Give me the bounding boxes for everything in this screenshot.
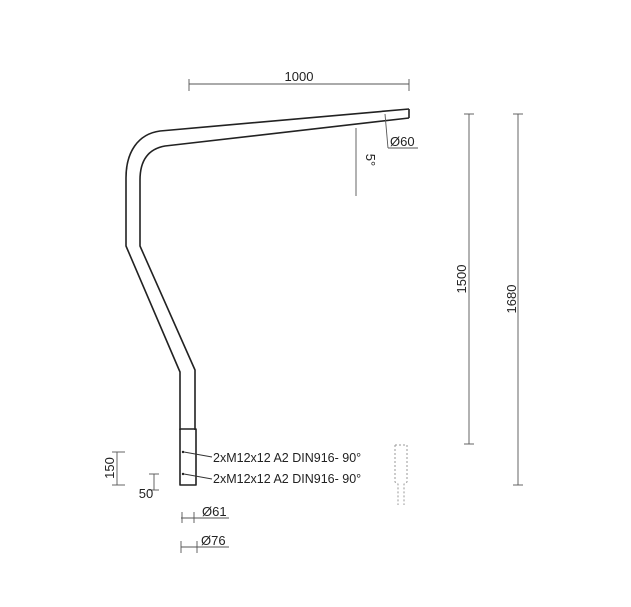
dim-top-width-label: 1000 — [285, 69, 314, 84]
dim-tube-diameter-label: Ø60 — [390, 134, 415, 149]
dim-angle-label: 5° — [363, 154, 378, 166]
sleeve-body — [179, 428, 197, 486]
dim-angle: 5° — [355, 128, 378, 196]
screw-hole-upper — [181, 450, 185, 454]
screw-leader-upper — [183, 451, 213, 458]
screw-note-upper: 2xM12x12 A2 DIN916- 90° — [213, 451, 361, 465]
dim-outer-diameter: Ø76 — [180, 533, 229, 553]
dim-outer-diameter-label: Ø76 — [201, 533, 226, 548]
dim-height-total: 1680 — [504, 113, 523, 486]
sleeve-side-view — [394, 444, 408, 505]
pole-arm — [125, 108, 410, 430]
dim-hole-offset: 50 — [139, 473, 159, 501]
dim-height-pipe-label: 1500 — [454, 265, 469, 294]
dim-inner-diameter-label: Ø61 — [202, 504, 227, 519]
dim-sleeve-length: 150 — [102, 451, 125, 486]
pole-inner-contour — [139, 117, 410, 430]
dim-height-total-label: 1680 — [504, 285, 519, 314]
dim-height-pipe: 1500 — [454, 113, 474, 445]
dim-sleeve-length-label: 150 — [102, 457, 117, 479]
screw-hole-lower — [181, 472, 185, 476]
screw-note-lower: 2xM12x12 A2 DIN916- 90° — [213, 472, 361, 486]
pole-outer-contour — [125, 108, 410, 430]
screw-leader-lower — [183, 473, 213, 480]
sleeve-adapter — [179, 428, 213, 486]
dim-hole-offset-label: 50 — [139, 486, 153, 501]
dim-top-width: 1000 — [188, 69, 410, 91]
dim-tube-diameter: Ø60 — [384, 113, 418, 149]
dim-inner-diameter: Ø61 — [181, 504, 229, 523]
